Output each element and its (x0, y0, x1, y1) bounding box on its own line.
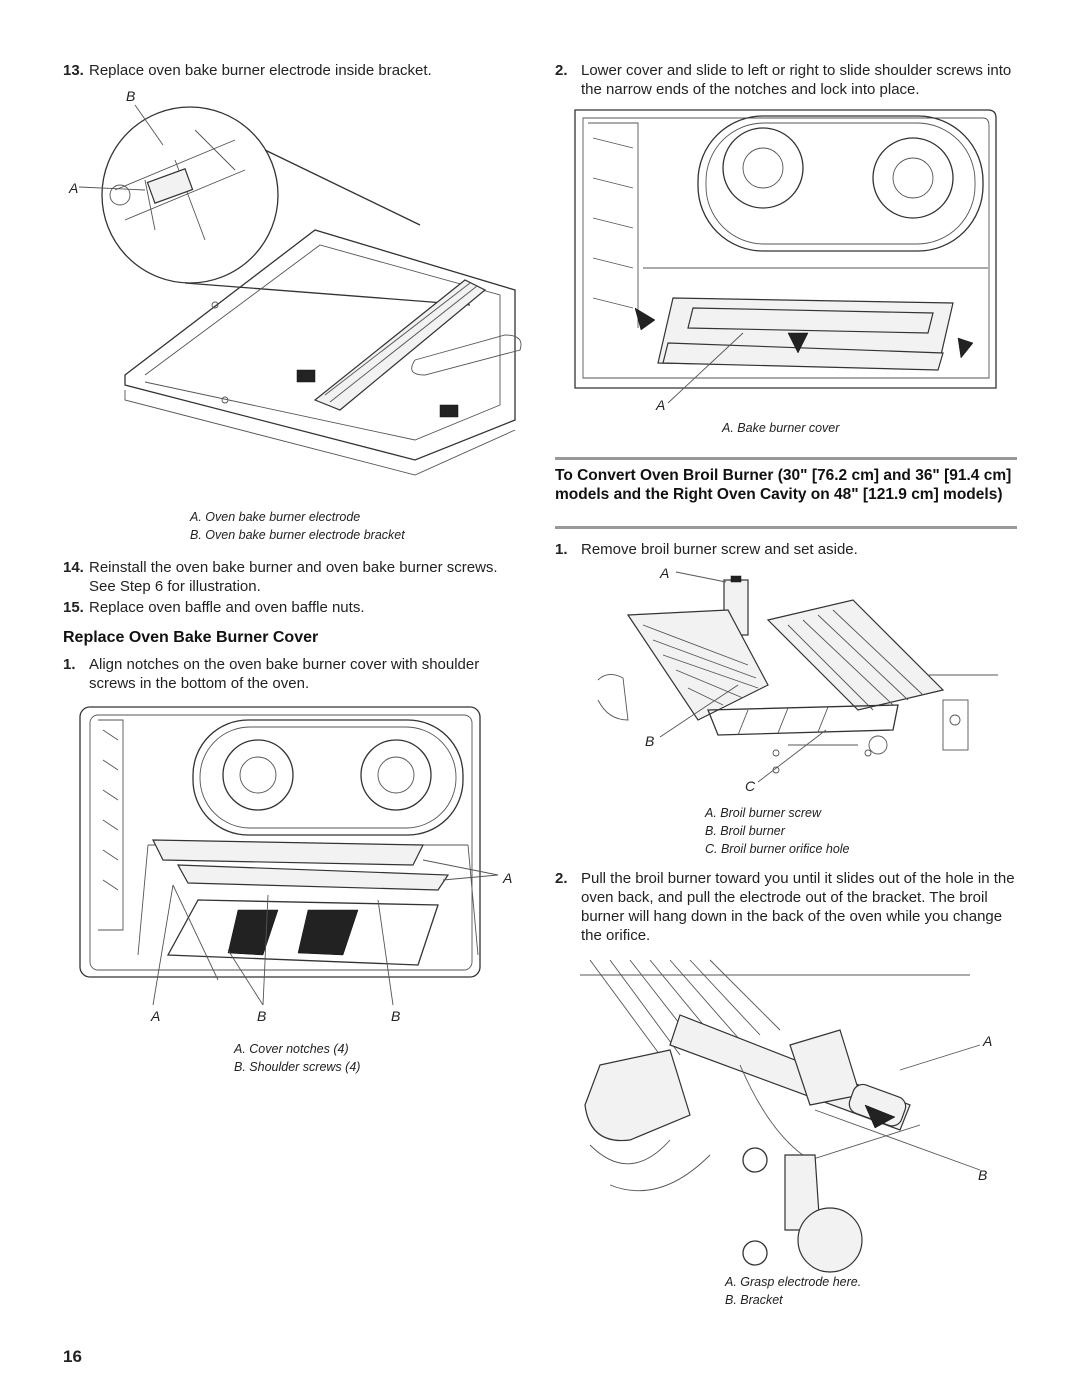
figure-caption-a: A. Grasp electrode here. (725, 1275, 862, 1289)
step-2-pull-burner: 2. Pull the broil burner toward you unti… (555, 869, 1020, 945)
step-text: Replace oven baffle and oven baffle nuts… (89, 599, 365, 616)
callout-label: A (983, 1033, 993, 1049)
callout-label: A (69, 180, 79, 196)
electrode-bracket-closeup-illustration (580, 959, 981, 1273)
step-13: 13. Replace oven bake burner electrode in… (63, 61, 523, 80)
step-text: Pull the broil burner toward you until i… (581, 870, 1015, 944)
step-1-align-notches: 1. Align notches on the oven bake burner… (63, 655, 525, 693)
callout-label: A (151, 1008, 161, 1024)
figure-caption-a: A. Bake burner cover (722, 421, 840, 435)
heading-rule-bottom (555, 526, 1017, 529)
callout-label: B (257, 1008, 267, 1024)
step-text: Lower cover and slide to left or right t… (581, 62, 1012, 98)
step-number: 1. (63, 656, 76, 673)
callout-label: B (391, 1008, 401, 1024)
step-text: Reinstall the oven bake burner and oven … (89, 559, 498, 595)
figure-caption-a: A. Oven bake burner electrode (190, 510, 361, 524)
step-text: Remove broil burner screw and set aside. (581, 541, 858, 558)
step-number: 15. (63, 599, 84, 616)
section-heading-bake-cover: Replace Oven Bake Burner Cover (63, 629, 319, 646)
step-number: 2. (555, 870, 568, 887)
electrode-bracket-illustration (78, 104, 522, 476)
heading-rule-top (555, 457, 1017, 460)
step-number: 13. (63, 62, 84, 79)
figure-caption-c: C. Broil burner orifice hole (705, 842, 850, 856)
callout-label: B (978, 1167, 988, 1183)
step-1-remove-screw: 1. Remove broil burner screw and set asid… (555, 540, 1015, 559)
figure-caption-a: A. Broil burner screw (705, 806, 822, 820)
figure-caption-b: B. Shoulder screws (4) (234, 1060, 361, 1074)
oven-cover-illustration (574, 109, 997, 404)
step-text: Align notches on the oven bake burner co… (89, 656, 480, 692)
figure-caption-a: A. Cover notches (4) (234, 1042, 349, 1056)
step-number: 2. (555, 62, 568, 79)
step-14: 14. Reinstall the oven bake burner and o… (63, 558, 525, 596)
step-15: 15. Replace oven baffle and oven baffle n… (63, 598, 523, 617)
figure-caption-b: B. Bracket (725, 1293, 783, 1307)
oven-cavity-illustration (79, 706, 499, 1006)
broil-burner-illustration (597, 571, 998, 783)
callout-label: B (645, 733, 655, 749)
callout-label: C (745, 778, 756, 794)
callout-label: B (126, 88, 136, 104)
section-heading-broil-burner: To Convert Oven Broil Burner (30" [76.2 … (555, 467, 1012, 503)
figure-caption-b: B. Oven bake burner electrode bracket (190, 528, 405, 542)
step-2-lower-cover: 2. Lower cover and slide to left or righ… (555, 61, 1020, 99)
callout-label: A (656, 397, 666, 413)
figure-caption-b: B. Broil burner (705, 824, 785, 838)
callout-label: A (660, 565, 670, 581)
callout-label: A (503, 870, 513, 886)
step-number: 1. (555, 541, 568, 558)
step-text: Replace oven bake burner electrode insid… (89, 62, 432, 79)
step-number: 14. (63, 559, 84, 576)
page-number: 16 (63, 1347, 82, 1366)
